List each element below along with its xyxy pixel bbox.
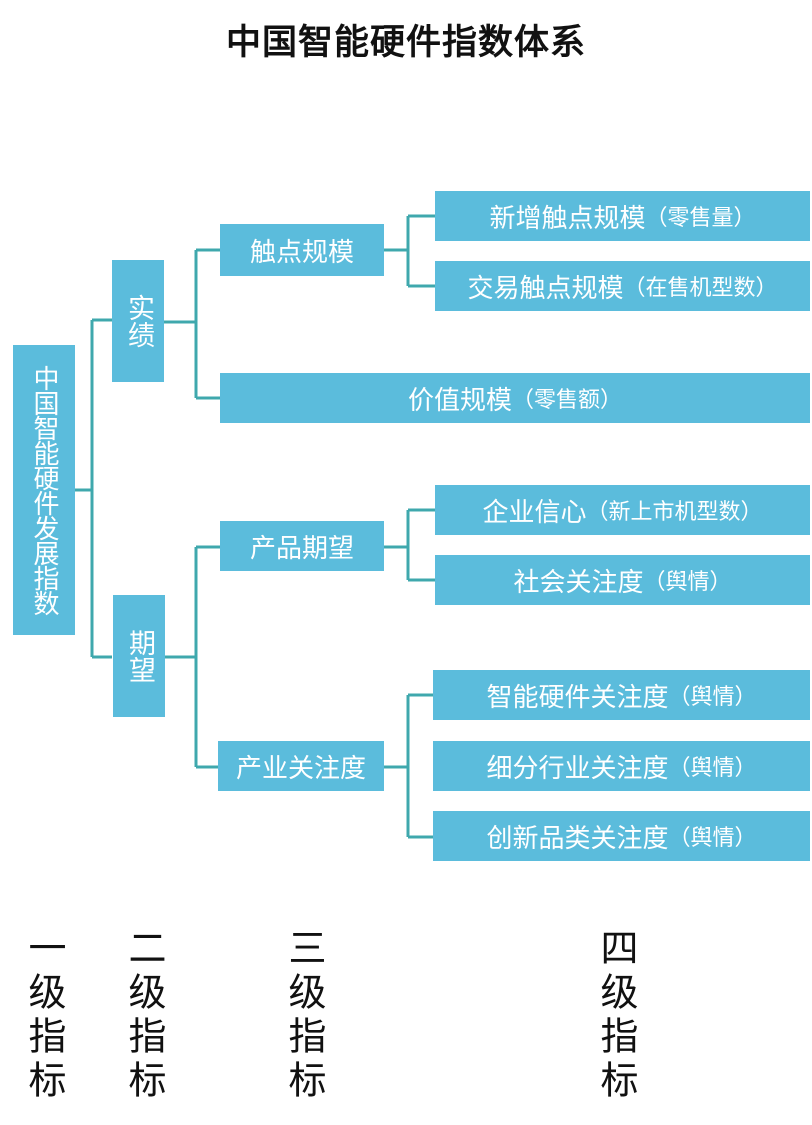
level4-node-segment-attention: 细分行业关注度（舆情） [433, 741, 810, 791]
level4-node-label: 企业信心 [482, 497, 587, 528]
level3-node-touchpoint-scale: 触点规模 [220, 224, 384, 276]
level1-node-label: 中国智能硬件发展指数 [29, 365, 59, 615]
level3-node-label: 价值规模 [407, 385, 512, 416]
diagram-title: 中国智能硬件指数体系 [225, 23, 586, 63]
level4-node-label: 交易触点规模 [467, 273, 624, 304]
level3-node-label: 产业关注度 [235, 753, 366, 784]
legend-level3: 三级指标 [282, 928, 326, 1104]
level3-node-value-scale: 价值规模（零售额） [220, 373, 810, 423]
level3-node-product-expectation: 产品期望 [220, 521, 384, 571]
level4-node-label: 细分行业关注度 [486, 753, 669, 784]
legend-level4: 四级指标 [594, 928, 638, 1104]
level4-node-note: （舆情） [668, 826, 757, 851]
level3-node-label: 触点规模 [249, 237, 354, 268]
level4-node-note: （舆情） [643, 570, 732, 595]
level2-node-label: 期望 [124, 629, 155, 683]
legend-level1: 一级指标 [22, 928, 66, 1104]
level4-node-new-touchpoint: 新增触点规模（零售量） [435, 191, 810, 241]
level2-node-expectation: 期望 [113, 595, 165, 717]
level3-node-industry-attention: 产业关注度 [218, 741, 384, 791]
level4-node-trade-touchpoint: 交易触点规模（在售机型数） [435, 261, 810, 311]
level4-node-label: 智能硬件关注度 [486, 682, 669, 713]
level1-node: 中国智能硬件发展指数 [13, 345, 75, 635]
level3-node-note: （零售额） [512, 388, 623, 413]
level4-node-note: （舆情） [668, 685, 757, 710]
level2-node-actual: 实绩 [112, 260, 164, 382]
level4-node-note: （舆情） [668, 756, 757, 781]
level2-node-label: 实绩 [123, 294, 154, 348]
level4-node-innovation-attention: 创新品类关注度（舆情） [433, 811, 810, 861]
level4-node-hardware-attention: 智能硬件关注度（舆情） [433, 670, 810, 720]
level4-node-note: （零售量） [645, 206, 756, 231]
level4-node-label: 社会关注度 [513, 567, 644, 598]
level3-node-label: 产品期望 [249, 533, 354, 564]
level4-node-social-attention: 社会关注度（舆情） [435, 555, 810, 605]
level4-node-label: 创新品类关注度 [486, 823, 669, 854]
legend-level2: 二级指标 [122, 928, 166, 1104]
level4-node-note: （新上市机型数） [586, 500, 763, 525]
level4-node-label: 新增触点规模 [489, 203, 646, 234]
level4-node-note: （在售机型数） [623, 276, 778, 301]
level4-node-enterprise-confidence: 企业信心（新上市机型数） [435, 485, 810, 535]
